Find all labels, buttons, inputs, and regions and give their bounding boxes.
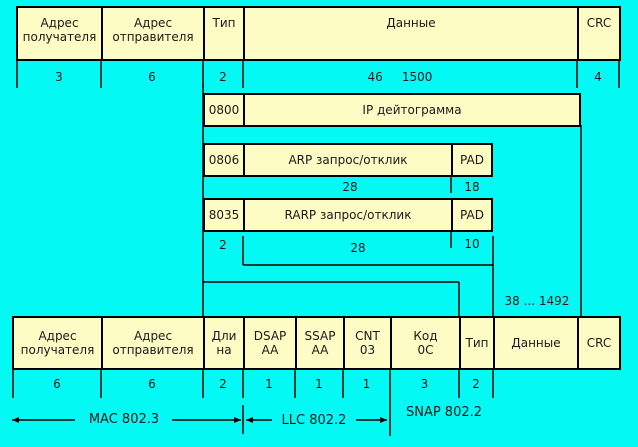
arp-pad-length: 18 [464,180,480,194]
rarp-request-reply: RARP запрос/отклик [243,198,453,232]
arp-request-reply: ARP запрос/отклик [243,143,453,177]
top-data: Данные [243,6,579,61]
snap-label: SNAP 802.2 [405,405,483,420]
bottom-cnt: CNT 03 [343,316,392,370]
bottom-ssap-size: 1 [315,377,323,391]
top-src-size: 6 [148,70,156,84]
bottom-code-size: 3 [420,377,429,391]
bottom-dest-address: Адрес получателя [12,316,103,370]
top-src-address: Адрес отправителя [101,6,205,61]
rarp-pad: PAD [451,198,493,232]
top-crc: CRC [577,6,621,61]
arp-type-code: 0806 [203,143,245,177]
arp-pad: PAD [451,143,493,177]
bottom-ssap: SSAP AA [295,316,345,370]
bottom-cnt-size: 1 [362,377,371,391]
data-range-label: 38 ... 1492 [504,294,570,308]
rarp-pad-length: 10 [464,237,480,251]
bottom-dsap-size: 1 [265,377,273,391]
bottom-src-address: Адрес отправителя [101,316,205,370]
ip-type-code: 0800 [203,93,245,127]
bottom-src-size: 6 [148,377,156,391]
rarp-type-code: 8035 [203,198,245,232]
top-dest-size: 3 [55,70,63,84]
bottom-length-size: 2 [219,377,227,391]
bottom-type-size: 2 [472,377,480,391]
top-dest-address: Адрес получателя [16,6,103,61]
arp-length: 28 [342,180,358,194]
top-type-size: 2 [219,70,227,84]
top-data-size: 46 1500 [367,70,433,84]
top-type: Тип [203,6,245,61]
top-crc-size: 4 [594,70,602,84]
ip-datagram: IP дейтограмма [243,93,581,127]
rarp-length: 28 [350,241,366,255]
bottom-length: Дли на [203,316,245,370]
bottom-dsap: DSAP AA [243,316,297,370]
bottom-type: Тип [459,316,495,370]
bottom-crc: CRC [577,316,621,370]
llc-label: LLC 802.2 [281,413,347,428]
mac-label: MAC 802.3 [88,412,160,427]
bottom-code: Код 0С [390,316,461,370]
rarp-type-length: 2 [219,238,227,252]
bottom-data: Данные [493,316,579,370]
bottom-dest-size: 6 [53,377,61,391]
